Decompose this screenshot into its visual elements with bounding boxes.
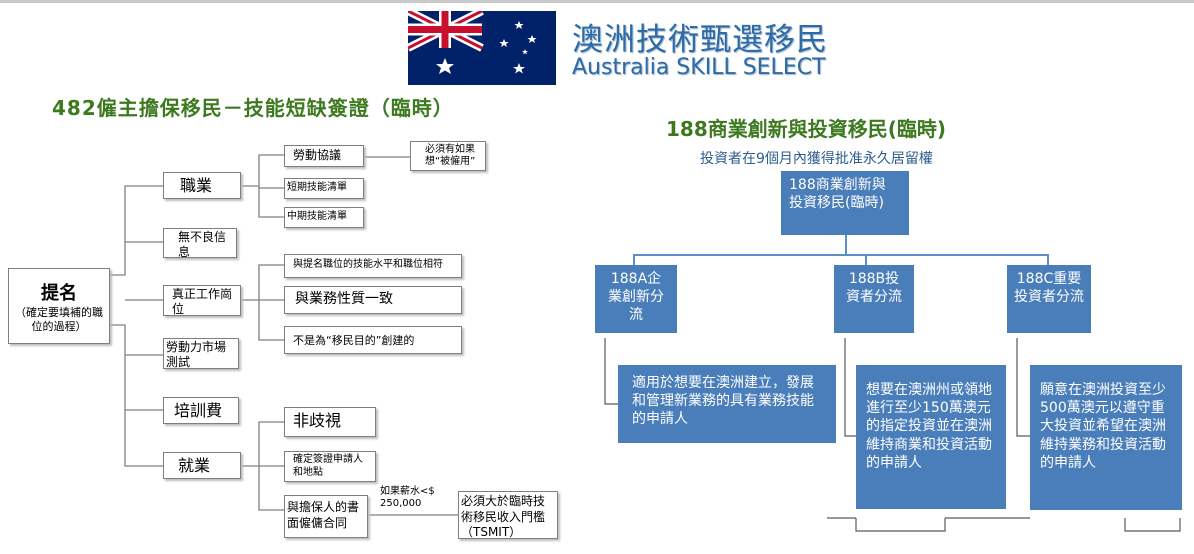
node-employment-contract: 與擔保人的書面僱傭合同: [284, 495, 368, 538]
node-genuine-position: 真正工作崗位: [163, 285, 241, 316]
nomination-root-box: 提名 （確定要填補的職位的過程）: [8, 268, 110, 344]
stream-188a-description: 適用於想要在澳洲建立，發展和管理新業務的具有業務技能的申請人: [618, 365, 836, 443]
stream-188c-box: 188C重要投資者分流: [1007, 265, 1091, 333]
node-employment: 就業: [163, 452, 241, 479]
node-labour-agreement-note: 必須有如果想“被僱用”: [410, 141, 486, 171]
node-medium-term-list: 中期技能清單: [284, 207, 364, 228]
top-divider: [0, 0, 1194, 3]
stream-188a-box: 188A企業創新分流: [595, 265, 677, 333]
node-tsmit: 必須大於臨時技術移民收入門檻（TSMIT）: [458, 491, 558, 539]
stream-188b-box: 188B投資者分流: [834, 265, 914, 333]
node-no-adverse-info: 無不良信息: [163, 228, 237, 258]
node-skill-match: 與提名職位的技能水平和職位相符: [284, 254, 462, 278]
node-training-fee: 培訓費: [163, 397, 239, 424]
stream-188c-description: 願意在澳洲投資至少500萬澳元以遵守重大投資並希望在澳洲維持業務和投資活動的申請…: [1030, 365, 1182, 510]
nomination-title: 提名: [41, 283, 77, 304]
stream-188b-description: 想要在澳洲州或領地進行至少150萬澳元的指定投資並在澳洲維持商業和投資活動的申請…: [856, 365, 1006, 509]
node-business-match: 與業務性質一致: [284, 286, 462, 314]
node-labour-market-test: 勞動力市場測試: [163, 338, 239, 369]
brand-title-english: Australia SKILL SELECT: [572, 55, 826, 80]
brand-title-chinese: 澳洲技術甄選移民: [572, 22, 828, 58]
visa-482-title: 482僱主擔保移民－技能短缺簽證（臨時）: [52, 96, 454, 120]
node-labour-agreement: 勞動協議: [284, 145, 364, 167]
node-occupation: 職業: [163, 172, 241, 199]
visa-188-title: 188商業創新與投資移民(臨時): [666, 117, 947, 141]
visa-188-root-box: 188商業創新與投資移民(臨時): [781, 171, 909, 235]
australian-flag-icon: [408, 11, 556, 85]
nomination-subtitle: （確定要填補的職位的過程）: [15, 305, 103, 333]
node-applicant-location: 確定簽證申請人和地點: [284, 451, 376, 482]
node-short-term-list: 短期技能清單: [284, 178, 364, 199]
node-non-discrimination: 非歧視: [284, 407, 376, 437]
node-not-migration-purpose: 不是為“移民目的”創建的: [284, 326, 462, 354]
visa-188-subtitle: 投資者在9個月內獲得批准永久居留權: [700, 151, 933, 167]
salary-condition-label: 如果薪水<$ 250,000: [380, 486, 435, 509]
